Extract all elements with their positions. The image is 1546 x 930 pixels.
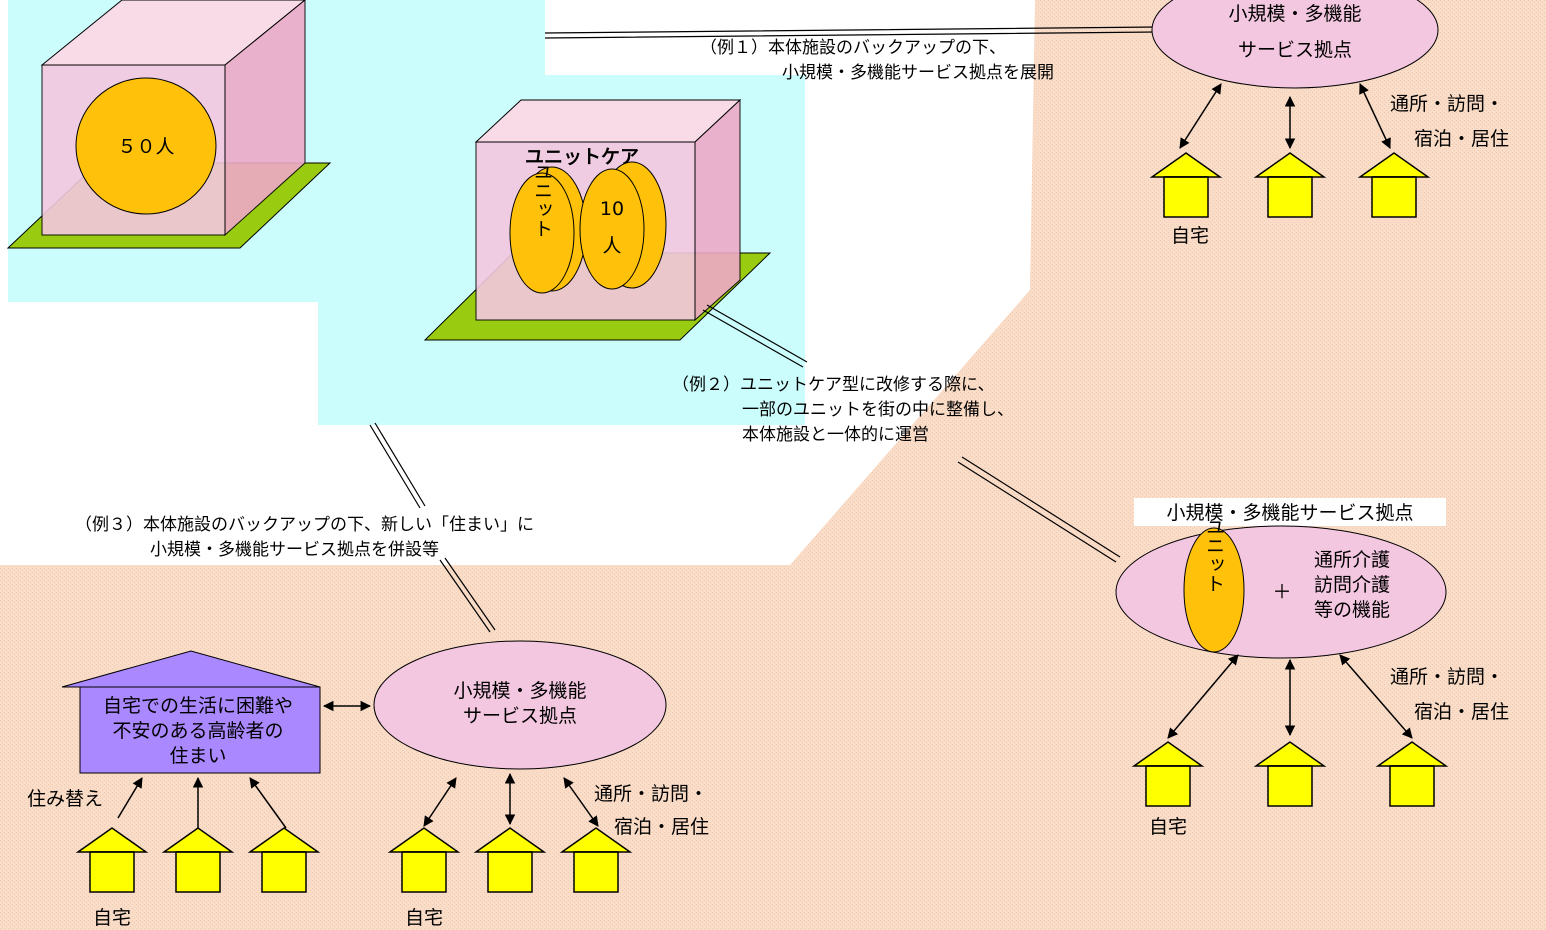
residence-line1: 自宅での生活に困難や <box>103 695 293 717</box>
ex3-caption-line1: （例３）本体施設のバックアップの下、新しい「住まい」に <box>75 515 534 535</box>
ex1-hub-line2: サービス拠点 <box>1238 39 1352 61</box>
ex1-hub-line1: 小規模・多機能 <box>1228 3 1361 25</box>
connectors <box>369 26 1156 633</box>
connector-ex2-b <box>957 456 1121 563</box>
ex1-caption-line2: 小規模・多機能サービス拠点を展開 <box>782 63 1054 83</box>
ex3-move-arrow-3 <box>249 777 287 829</box>
ex1-arrow-right <box>1359 83 1391 149</box>
large-facility: ５０人 <box>6 0 332 249</box>
connector-ex2-a <box>702 304 808 368</box>
capacity-disc <box>75 77 217 215</box>
residence-line2: 不安のある高齢者の <box>112 720 283 742</box>
ex3-services-line1: 通所・訪問・ <box>594 783 708 805</box>
ex2-caption-line3: 本体施設と一体的に運営 <box>742 425 929 445</box>
ex3-hub-line1: 小規模・多機能 <box>453 680 586 702</box>
connector-ex1 <box>544 26 1156 39</box>
ex2-function-3: 等の機能 <box>1314 599 1390 621</box>
ex3-home-label-left: 自宅 <box>93 907 131 929</box>
ex2-home-label: 自宅 <box>1149 816 1187 838</box>
residence-body <box>79 686 321 774</box>
ex3-home-label-right: 自宅 <box>405 907 443 929</box>
ex2-function-2: 訪問介護 <box>1314 574 1390 596</box>
unit-care-label: ユニットケア <box>525 146 639 168</box>
ex3-services-line2: 宿泊・居住 <box>614 816 709 838</box>
ex1-services-line2: 宿泊・居住 <box>1414 128 1509 150</box>
ex1-home-label: 自宅 <box>1171 225 1209 247</box>
ex1-arrow-left <box>1179 83 1222 149</box>
ex1-services-line1: 通所・訪問・ <box>1390 93 1504 115</box>
ex2-hub-title: 小規模・多機能サービス拠点 <box>1166 502 1413 524</box>
connector-ex3 <box>369 422 496 633</box>
ex3-move-label: 住み替え <box>27 788 103 810</box>
unit-disc-label: ユニット <box>531 162 553 238</box>
ex2-unit-disc <box>1183 527 1245 653</box>
ex1-hub <box>1151 0 1439 89</box>
ex3-hub-line2: サービス拠点 <box>463 705 577 727</box>
ex1-caption-line1: （例１）本体施設のバックアップの下、 <box>700 38 1006 58</box>
ex2-caption-line1: （例２）ユニットケア型に改修する際に、 <box>672 375 995 395</box>
ex2-arrow-right <box>1339 654 1413 739</box>
residence-line3: 住まい <box>169 745 226 767</box>
ten-disc-line2: 人 <box>602 235 621 257</box>
capacity-label: ５０人 <box>117 136 174 158</box>
ex2-services-line1: 通所・訪問・ <box>1390 666 1504 688</box>
example2: （例２）ユニットケア型に改修する際に、 一部のユニットを街の中に整備し、 本体施… <box>672 375 1509 838</box>
ex2-plus: ＋ <box>1272 581 1291 603</box>
ex3-move-arrow-1 <box>117 777 143 819</box>
unit-care-facility: ユニットケア ユニット 10 人 <box>423 98 772 341</box>
unit-disc <box>509 172 575 294</box>
ex2-arrow-left <box>1167 654 1239 739</box>
ten-disc-line1: 10 <box>600 198 624 220</box>
ten-disc <box>579 168 645 290</box>
example1: （例１）本体施設のバックアップの下、 小規模・多機能サービス拠点を展開 小規模・… <box>700 0 1509 247</box>
ex3-hub <box>373 640 667 770</box>
ex2-function-1: 通所介護 <box>1314 549 1390 571</box>
ex2-hub-title-box <box>1134 498 1446 526</box>
ex2-caption-line2: 一部のユニットを街の中に整備し、 <box>742 400 1014 420</box>
ex3-arrow-left <box>423 777 457 827</box>
ex2-unit-label: ユニット <box>1203 517 1225 593</box>
ex3-caption-line2: 小規模・多機能サービス拠点を併設等 <box>150 540 439 560</box>
example3: （例３）本体施設のバックアップの下、新しい「住まい」に 小規模・多機能サービス拠… <box>27 515 709 929</box>
ex2-services-line2: 宿泊・居住 <box>1414 701 1509 723</box>
ex3-arrow-right <box>563 777 599 827</box>
box-top <box>474 99 742 143</box>
